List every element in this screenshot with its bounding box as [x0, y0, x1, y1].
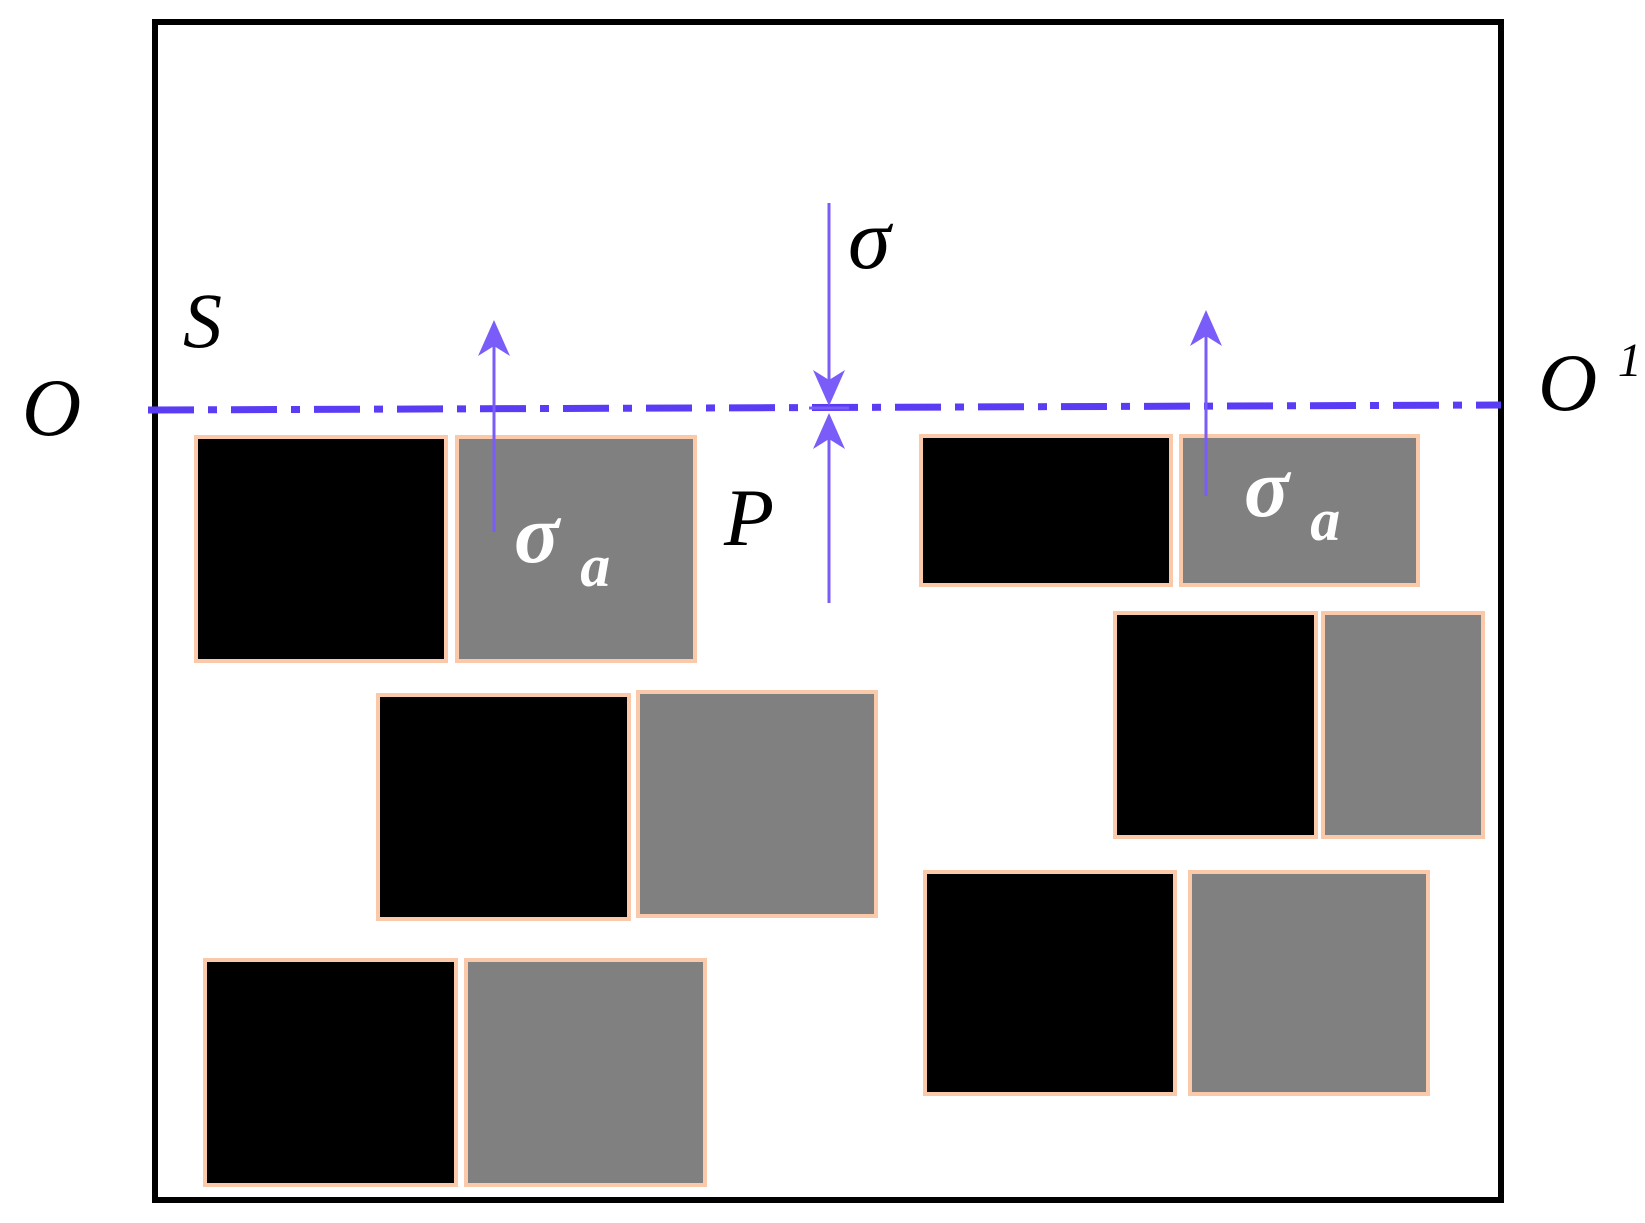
sigma-arrow-head — [813, 370, 845, 406]
label-sigma: σ — [848, 191, 894, 287]
gray-block — [1321, 611, 1485, 839]
dark-block — [203, 958, 458, 1187]
arrow-group — [478, 203, 1222, 603]
label-o-right-base: O — [1538, 337, 1597, 428]
label-sigma-a-right-base: σ — [1244, 442, 1292, 535]
label-s: S — [183, 277, 222, 364]
label-sigma-a-right-sub: a — [1310, 487, 1340, 553]
outer-frame — [152, 19, 1504, 1203]
label-sigma-a-left: σ a — [514, 488, 610, 599]
block-group — [194, 434, 1485, 1187]
label-group: O O 1 S σ P σ a σ a — [22, 191, 1642, 599]
gray-block — [455, 435, 697, 663]
sigma-a-arrow-left-head — [478, 320, 510, 356]
label-o-right: O 1 — [1538, 334, 1642, 428]
dark-block — [194, 435, 448, 663]
label-sigma-a-right: σ a — [1244, 442, 1340, 553]
p-arrow-head — [813, 413, 845, 449]
label-sigma-a-left-base: σ — [514, 488, 562, 581]
dark-block — [919, 434, 1173, 587]
gray-block — [1188, 870, 1430, 1096]
dark-block — [1113, 611, 1318, 839]
gray-block — [464, 958, 707, 1187]
label-sigma-a-left-sub: a — [580, 533, 610, 599]
label-o-left: O — [22, 362, 81, 453]
gray-block — [636, 690, 878, 918]
label-p: P — [723, 472, 774, 563]
dark-block — [923, 870, 1177, 1096]
label-o-right-sup: 1 — [1618, 334, 1642, 387]
dark-block — [376, 693, 631, 921]
gray-block — [1179, 434, 1420, 587]
sigma-a-arrow-right-head — [1190, 310, 1222, 346]
